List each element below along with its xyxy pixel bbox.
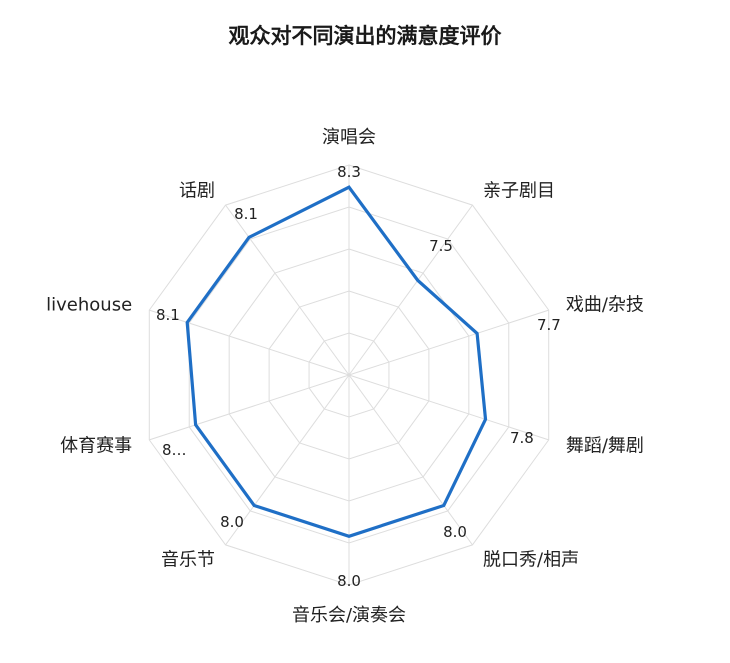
value-label: 7.5 (429, 237, 453, 255)
axis-label: 音乐节 (161, 549, 215, 570)
axis-label: 亲子剧目 (483, 181, 555, 202)
axis-label: 体育赛事 (60, 435, 132, 456)
axis-line (225, 204, 350, 376)
value-label: 8… (162, 441, 187, 459)
value-label: 8.1 (234, 205, 258, 223)
axis-label: livehouse (46, 295, 132, 316)
axis-label: 脱口秀/相声 (483, 549, 579, 570)
value-label: 7.7 (537, 316, 561, 334)
axis-line (149, 309, 350, 376)
chart-title: 观众对不同演出的满意度评价 (228, 24, 502, 48)
value-label: 8.0 (220, 513, 244, 531)
axis-line (348, 309, 549, 376)
axis-line (348, 204, 473, 376)
axis-line (149, 374, 350, 441)
axis-label: 话剧 (179, 181, 215, 202)
axis-line (225, 374, 350, 546)
axis-label: 戏曲/杂技 (566, 295, 644, 316)
value-label: 8.3 (337, 163, 361, 181)
axis-label: 舞蹈/舞剧 (566, 435, 644, 456)
data-series-line (185, 185, 488, 538)
value-label: 8.0 (443, 523, 467, 541)
axis-line (348, 374, 473, 546)
axis-label: 音乐会/演奏会 (292, 605, 406, 626)
axis-line (348, 374, 549, 441)
value-label: 8.1 (156, 306, 180, 324)
value-label: 7.8 (510, 429, 534, 447)
axis-label: 演唱会 (322, 127, 376, 148)
value-label: 8.0 (337, 572, 361, 590)
